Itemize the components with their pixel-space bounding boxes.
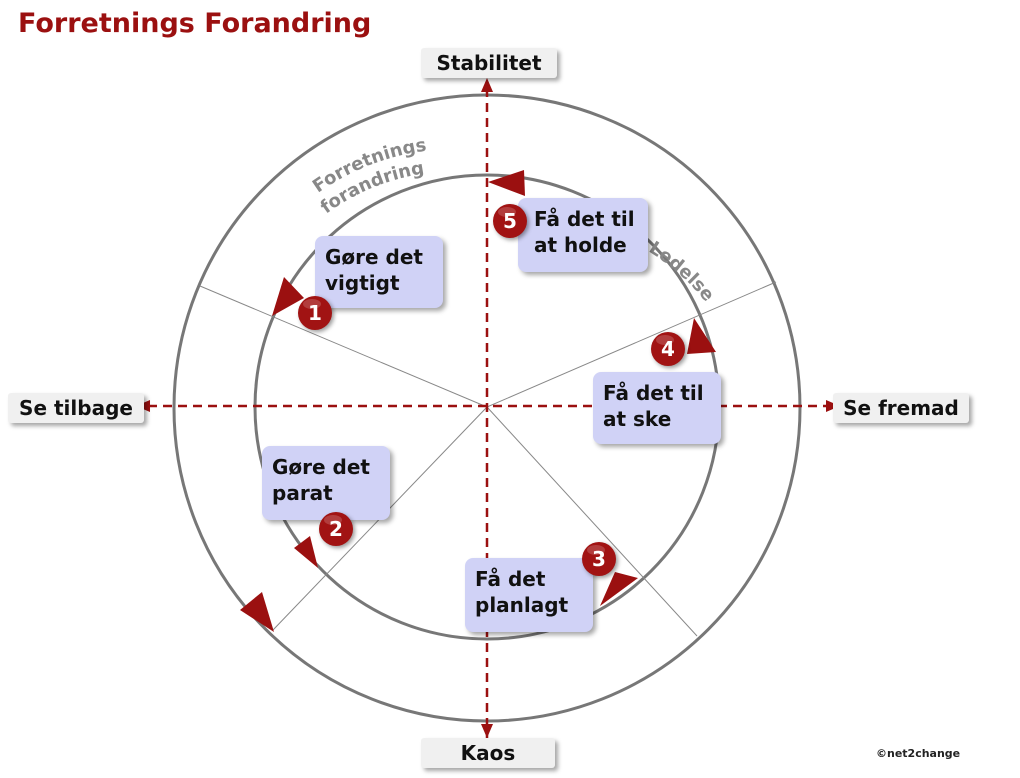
step-badge-5: 5: [493, 204, 527, 238]
axis-label-kaos: Kaos: [421, 738, 555, 768]
step-1-line2: vigtigt: [325, 271, 400, 295]
page-title: Forretnings Forandring: [18, 8, 372, 39]
axis-arrow-down: [481, 724, 493, 738]
step-3-line1: Få det: [475, 567, 546, 591]
inner-arc-label: Ledelse: [645, 237, 718, 305]
step-1-line1: Gøre det: [325, 245, 423, 269]
step-badge-1: 1: [298, 296, 332, 330]
step-box-2: Gøre det parat: [262, 446, 390, 520]
step-5-line2: at holde: [534, 233, 627, 257]
axis-label-se-fremad: Se fremad: [833, 393, 969, 423]
copyright: ©net2change: [876, 747, 961, 760]
step-box-5: Få det til at holde: [518, 198, 648, 272]
step-2-line1: Gøre det: [272, 455, 370, 479]
cycle-arrow-5: [488, 170, 525, 196]
cycle-arrow-4: [687, 318, 716, 354]
cycle-arrow-3: [600, 572, 638, 606]
step-box-1: Gøre det vigtigt: [315, 236, 443, 308]
step-2-line2: parat: [272, 481, 333, 505]
axis-label-stabilitet: Stabilitet: [421, 48, 557, 78]
step-box-4: Få det til at ske: [593, 372, 721, 444]
step-badge-4: 4: [651, 332, 685, 366]
step-3-line2: planlagt: [475, 593, 569, 617]
step-badge-2: 2: [319, 512, 353, 546]
dashed-axes: [148, 90, 830, 742]
axis-arrow-up: [481, 78, 493, 92]
axis-label-se-tilbage: Se tilbage: [8, 393, 144, 423]
cycle-arrow-1: [272, 277, 304, 316]
step-4-line1: Få det til: [603, 381, 704, 405]
cycle-arrow-outer: [240, 592, 274, 632]
sector-lines: [199, 281, 777, 637]
step-5-line1: Få det til: [534, 207, 635, 231]
step-4-line2: at ske: [603, 407, 672, 431]
step-box-3: Få det planlagt: [465, 558, 593, 632]
cycle-arrow-2: [294, 536, 318, 568]
step-badge-3: 3: [582, 542, 616, 576]
